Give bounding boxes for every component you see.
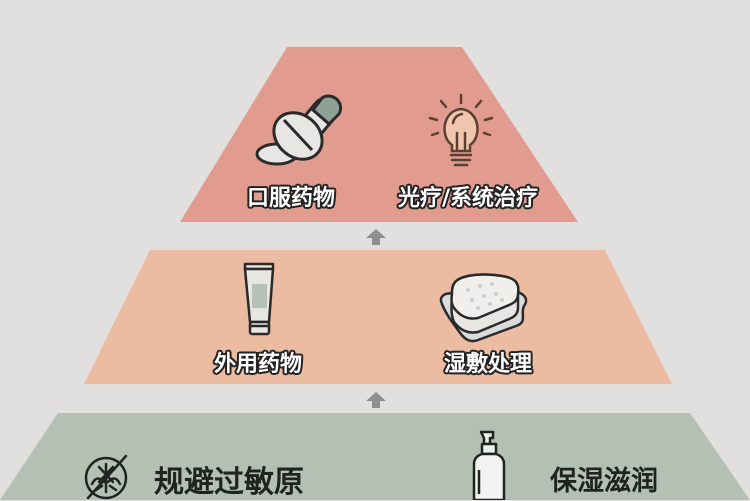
tier-label-topical-medication: 外用药物 xyxy=(214,352,303,377)
tier-label-avoid-allergens: 规避过敏原 xyxy=(154,465,304,500)
tier-label-phototherapy: 光疗/系统治疗 xyxy=(398,186,539,211)
tier-label-oral-medication: 口服药物 xyxy=(247,186,336,211)
ointment-tube-icon xyxy=(243,262,275,336)
up-arrow-icon xyxy=(366,229,386,245)
no-allergen-icon xyxy=(84,454,128,500)
tier-label-wet-compress: 湿敷处理 xyxy=(444,352,533,377)
light-bulb-icon xyxy=(428,93,494,167)
wet-compress-icon xyxy=(439,273,528,343)
pills-icon xyxy=(255,94,343,166)
up-arrow-icon xyxy=(366,392,386,408)
tier-label-moisturize: 保湿滋润 xyxy=(550,466,658,497)
lotion-bottle-icon xyxy=(472,430,506,500)
